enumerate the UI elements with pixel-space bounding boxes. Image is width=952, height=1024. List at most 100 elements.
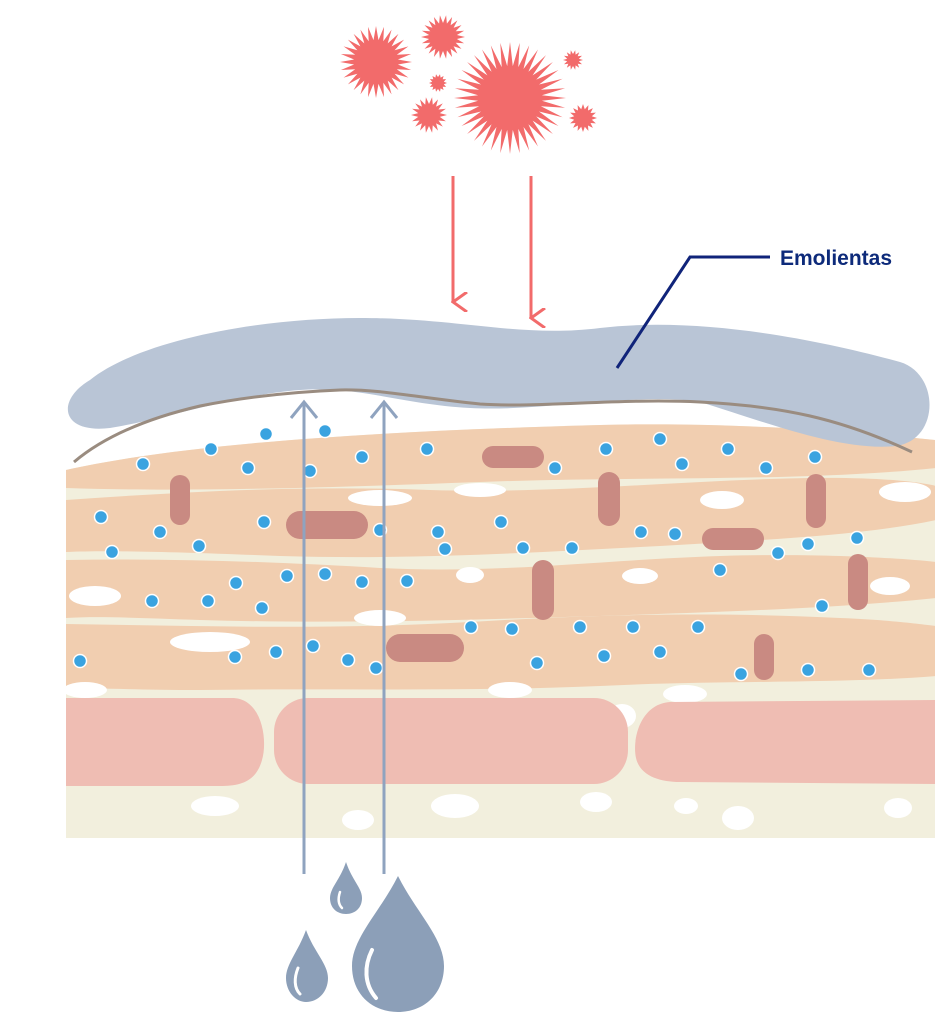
water-dot [254, 600, 270, 616]
desmosome [482, 446, 544, 468]
lipid-gap [348, 490, 412, 506]
irritant-particle [411, 97, 447, 133]
water-dot [368, 660, 384, 676]
lipid-gap [722, 806, 754, 830]
water-dot [652, 644, 668, 660]
water-dot [712, 562, 728, 578]
desmosome [170, 475, 190, 525]
water-dot [200, 593, 216, 609]
water-dot [564, 540, 580, 556]
water-drop-medium [286, 930, 328, 1002]
desmosome [386, 634, 464, 662]
water-dot [430, 524, 446, 540]
desmosomes [170, 446, 868, 680]
lipid-gap [69, 586, 121, 606]
water-dot [720, 441, 736, 457]
lipid-gap [674, 798, 698, 814]
emollient-layer [67, 318, 930, 447]
water-drop-highlight [364, 948, 378, 1000]
water-dot [340, 652, 356, 668]
water-dot [674, 456, 690, 472]
lipid-gap [622, 568, 658, 584]
water-dot [849, 530, 865, 546]
water-drop-large [352, 876, 444, 1012]
desmosome [702, 528, 764, 550]
water-dot [596, 648, 612, 664]
water-dot [354, 449, 370, 465]
water-dot [529, 655, 545, 671]
water-dot [256, 514, 272, 530]
water-dot [399, 573, 415, 589]
water-dot [228, 575, 244, 591]
desmosome [848, 554, 868, 610]
irritant-particle [454, 42, 566, 154]
water-dot [258, 426, 274, 442]
water-dot [770, 545, 786, 561]
water-dot [625, 619, 641, 635]
lipid-gaps [66, 482, 931, 830]
emollient-leader-line [615, 255, 770, 369]
water-dot [152, 524, 168, 540]
epidermis [66, 424, 935, 838]
water-dot [652, 431, 668, 447]
water-dot [463, 619, 479, 635]
irritant-particle [429, 74, 447, 92]
irritant-particle [421, 15, 465, 59]
water-dot [279, 568, 295, 584]
dermis-cell [274, 698, 628, 784]
water-dot [135, 456, 151, 472]
water-dot [861, 662, 877, 678]
desmosome [286, 511, 368, 539]
water-dot [572, 619, 588, 635]
water-dot [72, 653, 88, 669]
water-dot [203, 441, 219, 457]
lipid-gap [191, 796, 239, 816]
irritant-particle [569, 104, 597, 132]
water-dot [515, 540, 531, 556]
lipid-gap [431, 794, 479, 818]
water-dot [504, 621, 520, 637]
irritant-particle [563, 50, 583, 70]
skin-surface-line [73, 388, 913, 464]
corneocyte-band-4 [66, 614, 935, 690]
desmosome [806, 474, 826, 528]
water-drop-highlight [293, 966, 302, 996]
water-dot [493, 514, 509, 530]
water-dot [598, 441, 614, 457]
water-dot [547, 460, 563, 476]
water-drop-icon [286, 862, 444, 1012]
irritant-particle [340, 26, 412, 98]
water-arrow-head [369, 399, 399, 419]
water-dot [633, 524, 649, 540]
water-dot [419, 441, 435, 457]
lipid-gap [870, 577, 910, 595]
desmosome [598, 472, 620, 526]
lipid-gap [354, 610, 406, 626]
water-dot [93, 509, 109, 525]
lipid-gap [879, 482, 931, 502]
water-dot [227, 649, 243, 665]
water-dot [800, 662, 816, 678]
water-drop-highlight [337, 890, 344, 910]
desmosome [532, 560, 554, 620]
water-dot [268, 644, 284, 660]
water-dot [240, 460, 256, 476]
emollient-label: Emolientas [780, 247, 892, 270]
lipid-gap [342, 810, 374, 830]
water-molecules [72, 423, 877, 682]
dermis-cells [66, 698, 935, 786]
water-dot [807, 449, 823, 465]
water-dot [733, 666, 749, 682]
lipid-gap [66, 682, 107, 698]
water-dot [305, 638, 321, 654]
lipid-gap [884, 798, 912, 818]
lipid-gap [488, 682, 532, 698]
lipid-gap [456, 567, 484, 583]
water-dot [667, 526, 683, 542]
lipid-gap [454, 483, 506, 497]
water-dot [758, 460, 774, 476]
water-dot [317, 423, 333, 439]
lipid-gap [700, 491, 744, 509]
dermis-cell [635, 700, 935, 784]
